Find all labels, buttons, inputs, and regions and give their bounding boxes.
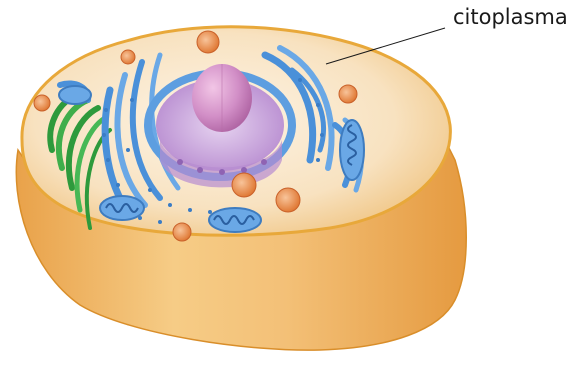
- cytoplasm-label: citoplasma: [453, 7, 568, 28]
